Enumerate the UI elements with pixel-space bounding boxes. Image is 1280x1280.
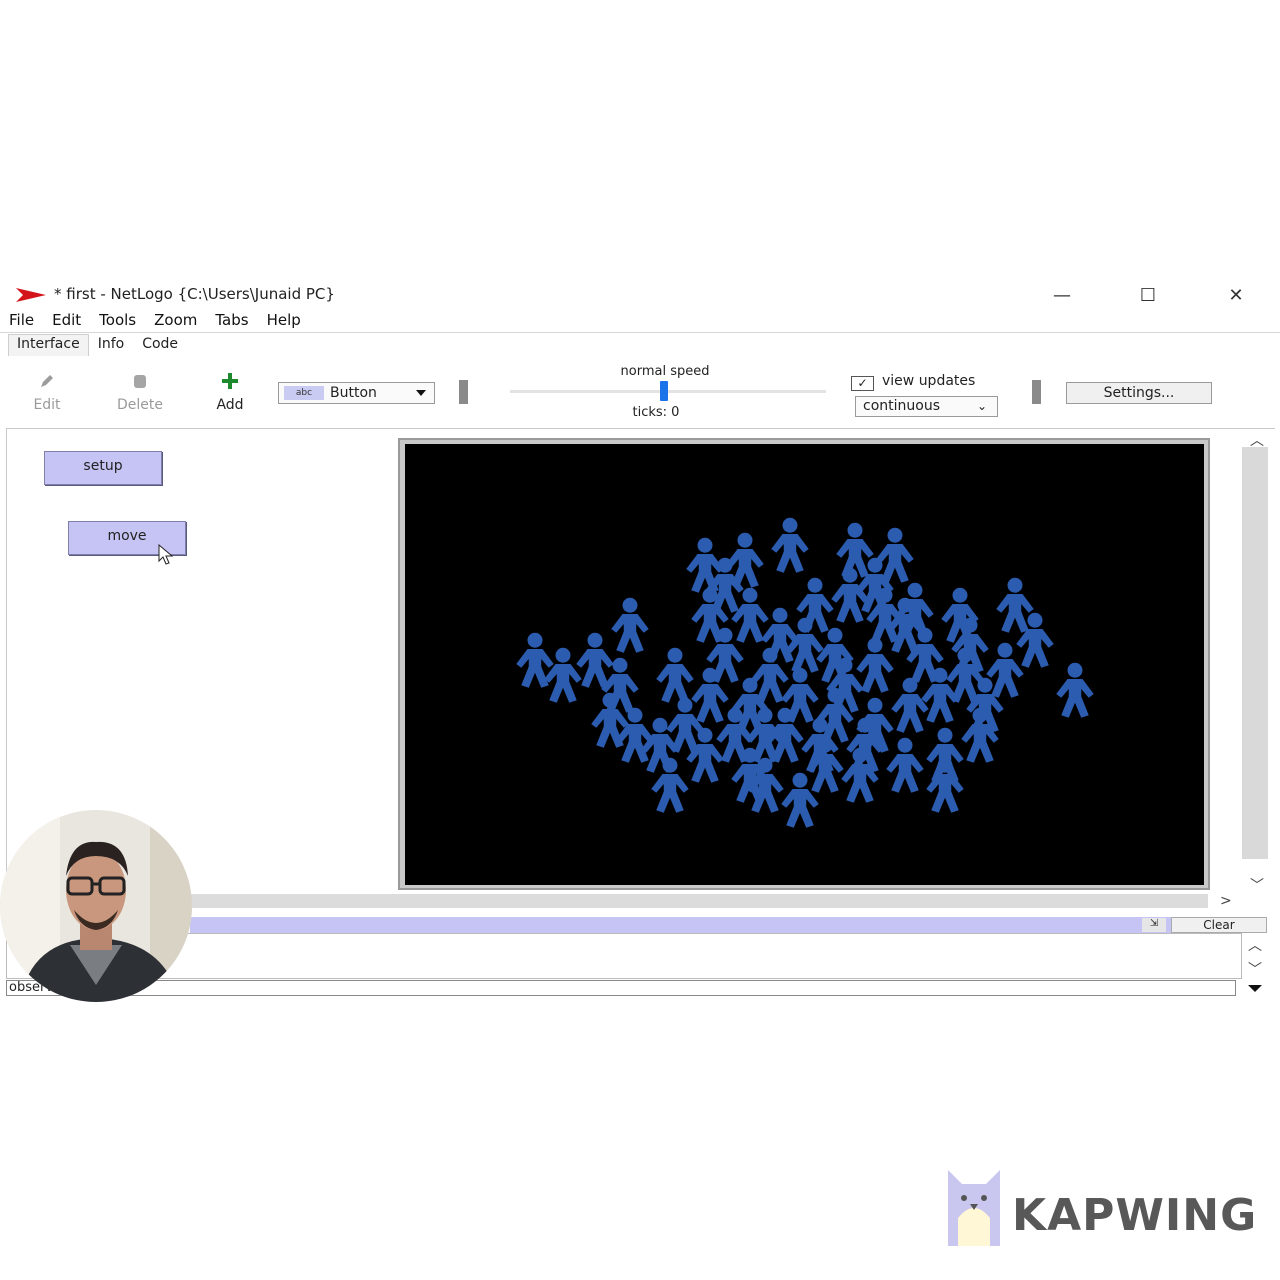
presenter-avatar <box>0 810 192 1002</box>
turtle-agent <box>996 577 1034 633</box>
menu-help[interactable]: Help <box>266 311 301 329</box>
plus-icon <box>222 373 238 389</box>
menu-edit[interactable]: Edit <box>52 311 82 329</box>
window-title: * first - NetLogo {C:\Users\Junaid PC} <box>54 285 335 303</box>
move-button[interactable]: move <box>68 521 186 555</box>
tab-info[interactable]: Info <box>97 336 125 352</box>
turtle-agent <box>576 632 614 688</box>
turtle-agent <box>1056 662 1094 718</box>
menu-bar: File Edit Tools Zoom Tabs Help <box>0 310 1280 332</box>
world-view[interactable] <box>405 444 1204 885</box>
kapwing-watermark: KAPWING <box>1012 1190 1258 1241</box>
tab-strip: Interface Info Code <box>8 334 187 356</box>
widget-type-value: Button <box>330 385 377 401</box>
pencil-icon <box>41 375 53 387</box>
minimize-button[interactable]: — <box>1053 284 1071 306</box>
scroll-up-arrow-icon[interactable]: ︿ <box>1250 433 1264 449</box>
speed-label: normal speed <box>620 364 710 379</box>
turtle-agent <box>731 587 769 643</box>
trash-icon <box>134 375 146 388</box>
menu-tabs[interactable]: Tabs <box>215 311 249 329</box>
turtle-agent <box>961 707 999 763</box>
toolbar-separator-2 <box>1032 380 1041 404</box>
update-mode-select[interactable]: continuous ⌄ <box>855 396 998 417</box>
delete-tool-button[interactable]: Delete <box>105 372 175 413</box>
turtle-agent <box>986 642 1024 698</box>
menu-tools[interactable]: Tools <box>99 311 137 329</box>
edit-tool-label: Edit <box>33 397 61 413</box>
scroll-right-arrow-icon[interactable]: > <box>1220 893 1232 909</box>
tab-interface[interactable]: Interface <box>8 334 89 356</box>
add-tool-label: Add <box>216 397 244 413</box>
turtle-agent <box>656 647 694 703</box>
output-scroll-up-icon[interactable]: ︿ <box>1248 938 1262 954</box>
dropdown-arrow-icon <box>416 390 426 396</box>
view-updates-label: view updates <box>882 373 976 389</box>
command-output-area[interactable] <box>6 933 1242 979</box>
turtle-agent <box>856 637 894 693</box>
turtle-agent <box>691 667 729 723</box>
settings-button[interactable]: Settings... <box>1066 382 1212 404</box>
menu-file[interactable]: File <box>9 311 35 329</box>
widget-chip: abc <box>284 386 324 400</box>
view-updates-checkbox[interactable]: ✓ <box>851 376 874 391</box>
delete-tool-label: Delete <box>117 397 163 413</box>
turtle-agent <box>836 522 874 578</box>
vertical-scrollbar[interactable] <box>1242 447 1268 859</box>
netlogo-window: * first - NetLogo {C:\Users\Junaid PC} —… <box>0 280 1280 1000</box>
add-tool-button[interactable]: Add <box>195 372 265 413</box>
scroll-down-arrow-icon[interactable]: ﹀ <box>1250 878 1264 894</box>
clear-button[interactable]: Clear <box>1171 917 1267 933</box>
interface-toolbar: Edit Delete Add abc Button normal speed <box>0 356 1280 426</box>
speed-slider-track[interactable] <box>510 390 826 393</box>
title-bar: * first - NetLogo {C:\Users\Junaid PC} —… <box>0 280 1280 310</box>
maximize-button[interactable]: ☐ <box>1139 284 1157 306</box>
expand-command-center-icon[interactable]: ⇲ <box>1142 918 1166 932</box>
turtle-agent <box>786 617 824 673</box>
menu-divider <box>0 332 1280 333</box>
close-button[interactable]: ✕ <box>1228 284 1244 306</box>
turtle-agent <box>651 757 689 813</box>
turtle-agents <box>516 517 1094 828</box>
toolbar-separator <box>459 380 468 404</box>
netlogo-logo-icon <box>16 288 46 302</box>
chevron-down-icon: ⌄ <box>976 399 987 413</box>
mouse-cursor-icon <box>158 544 174 565</box>
widget-type-select[interactable]: abc Button <box>278 382 435 404</box>
webcam-overlay <box>0 810 192 1002</box>
turtle-agent <box>891 677 929 733</box>
kapwing-logo-icon <box>948 1170 1000 1246</box>
setup-button[interactable]: setup <box>44 451 162 485</box>
speed-slider-thumb[interactable] <box>660 381 668 401</box>
turtle-agent <box>886 737 924 793</box>
edit-tool-button[interactable]: Edit <box>12 372 82 413</box>
turtle-agent <box>771 517 809 573</box>
history-dropdown-icon[interactable] <box>1240 982 1270 994</box>
turtle-agent <box>926 757 964 813</box>
update-mode-value: continuous <box>863 398 940 414</box>
command-input[interactable]: observer> <box>6 980 1236 996</box>
ticks-counter: ticks: 0 <box>632 405 680 420</box>
turtle-agent <box>611 597 649 653</box>
horizontal-scrollbar[interactable] <box>190 894 1208 908</box>
tab-code[interactable]: Code <box>142 336 179 352</box>
output-scroll-down-icon[interactable]: ﹀ <box>1248 962 1262 978</box>
command-center-bar[interactable] <box>190 917 1238 933</box>
menu-zoom[interactable]: Zoom <box>154 311 198 329</box>
turtle-agent <box>544 647 582 703</box>
turtle-agent <box>781 772 819 828</box>
